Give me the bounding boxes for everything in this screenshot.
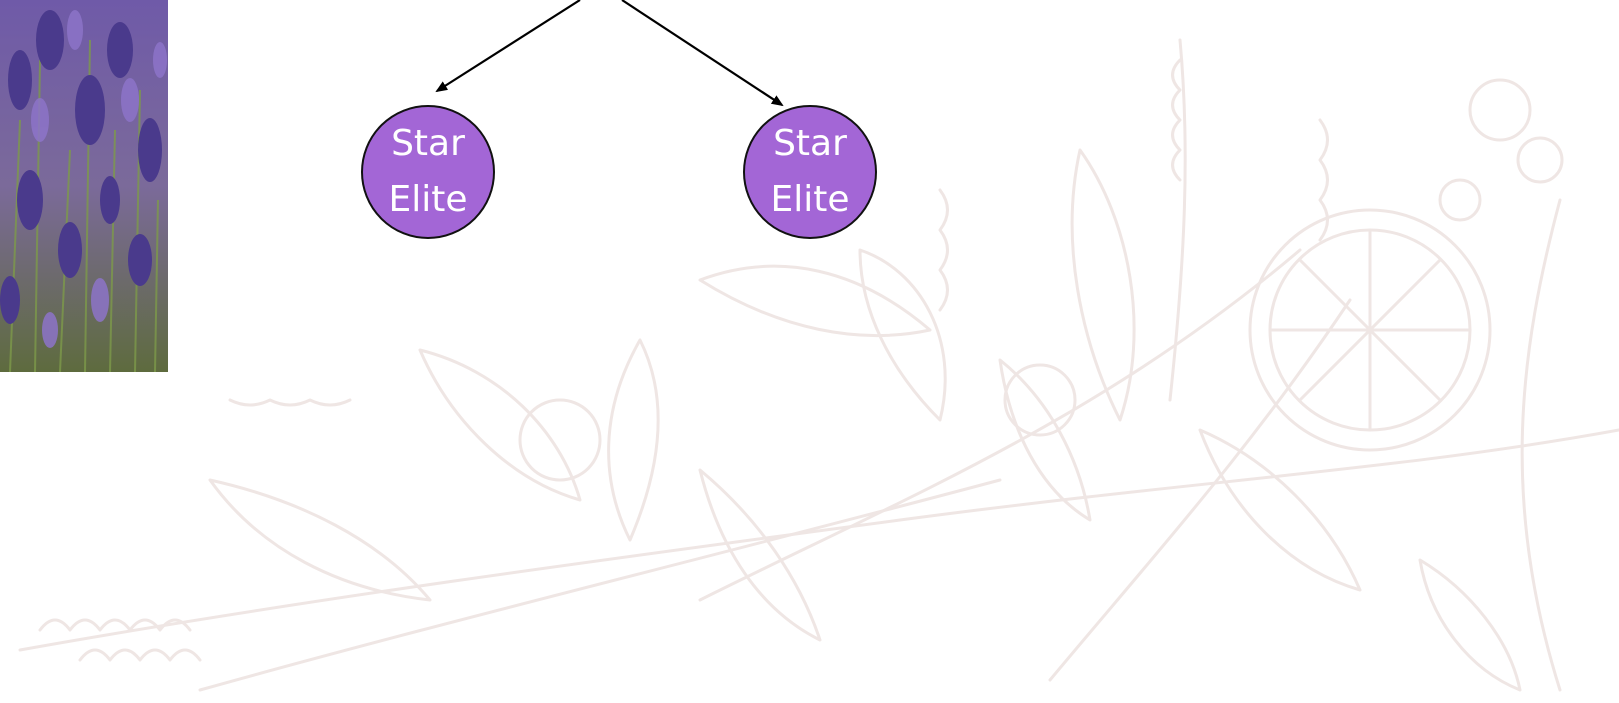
lavender-field-photo — [0, 0, 168, 372]
edge-to-right-node — [621, 0, 784, 107]
edge-to-left-node — [435, 0, 581, 93]
node-star-elite-left: Star Elite — [361, 105, 495, 239]
node-star-elite-right: Star Elite — [743, 105, 877, 239]
